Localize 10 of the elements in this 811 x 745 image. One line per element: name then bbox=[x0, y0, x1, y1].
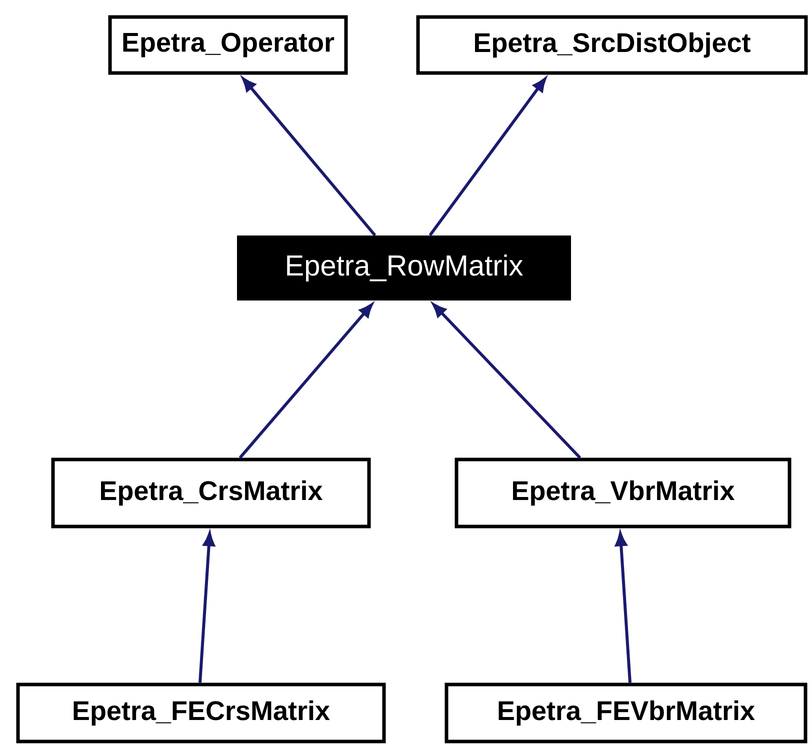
class-box: Epetra_SrcDistObject bbox=[416, 15, 808, 75]
class-box: Epetra_FEVbrMatrix bbox=[444, 682, 808, 744]
inheritance-arrow bbox=[238, 304, 373, 459]
class-box: Epetra_FECrsMatrix bbox=[16, 682, 386, 744]
inheritance-arrow bbox=[432, 304, 582, 459]
class-box: Epetra_VbrMatrix bbox=[454, 458, 792, 528]
inheritance-arrow bbox=[242, 78, 376, 236]
class-box: Epetra_CrsMatrix bbox=[51, 458, 371, 528]
class-box: Epetra_Operator bbox=[108, 15, 348, 75]
class-box-highlighted: Epetra_RowMatrix bbox=[237, 236, 571, 300]
